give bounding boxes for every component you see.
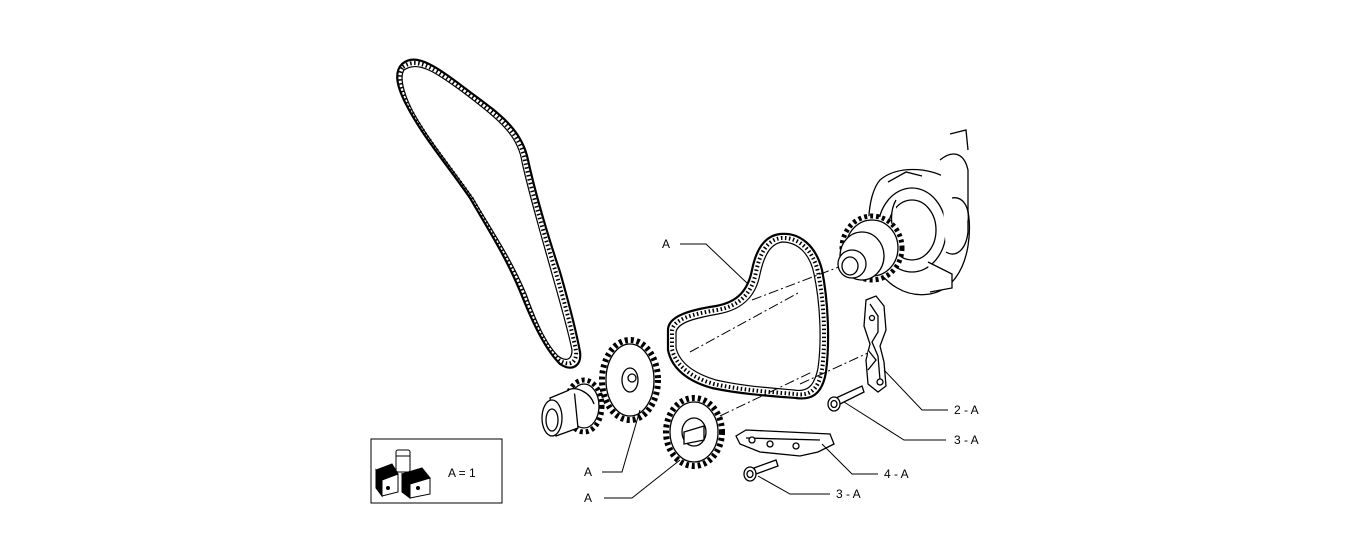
callout-bolt-lower: 3 - A bbox=[836, 487, 861, 501]
long-timing-chain[interactable] bbox=[396, 58, 582, 369]
callout-sprocket-upper: A bbox=[584, 465, 592, 479]
legend-box: A = 1 bbox=[370, 438, 503, 504]
callout-labels: A A A 2 - A 3 - A 4 - A 3 - A bbox=[584, 237, 979, 505]
alignment-lines bbox=[689, 261, 871, 417]
short-timing-chain[interactable] bbox=[666, 232, 830, 400]
kit-boxes-icon bbox=[375, 449, 431, 499]
callout-bolt-upper: 3 - A bbox=[954, 433, 979, 447]
bolt-lower[interactable] bbox=[743, 459, 779, 482]
callout-guide: 2 - A bbox=[954, 403, 979, 417]
callout-tensioner: 4 - A bbox=[884, 467, 909, 481]
chain-guide[interactable] bbox=[863, 295, 887, 393]
camshaft-sprocket-assembly[interactable] bbox=[541, 377, 605, 437]
bolt-upper[interactable] bbox=[827, 385, 865, 412]
chain-tensioner[interactable] bbox=[735, 429, 835, 457]
sprocket-lower[interactable] bbox=[663, 395, 725, 469]
leader-lines bbox=[602, 243, 948, 499]
sprocket-upper[interactable] bbox=[599, 337, 661, 423]
crank-sprocket[interactable] bbox=[837, 213, 905, 283]
callout-sprocket-lower: A bbox=[584, 491, 592, 505]
callout-chain-short: A bbox=[662, 237, 670, 251]
legend-formula: A = 1 bbox=[448, 466, 476, 480]
